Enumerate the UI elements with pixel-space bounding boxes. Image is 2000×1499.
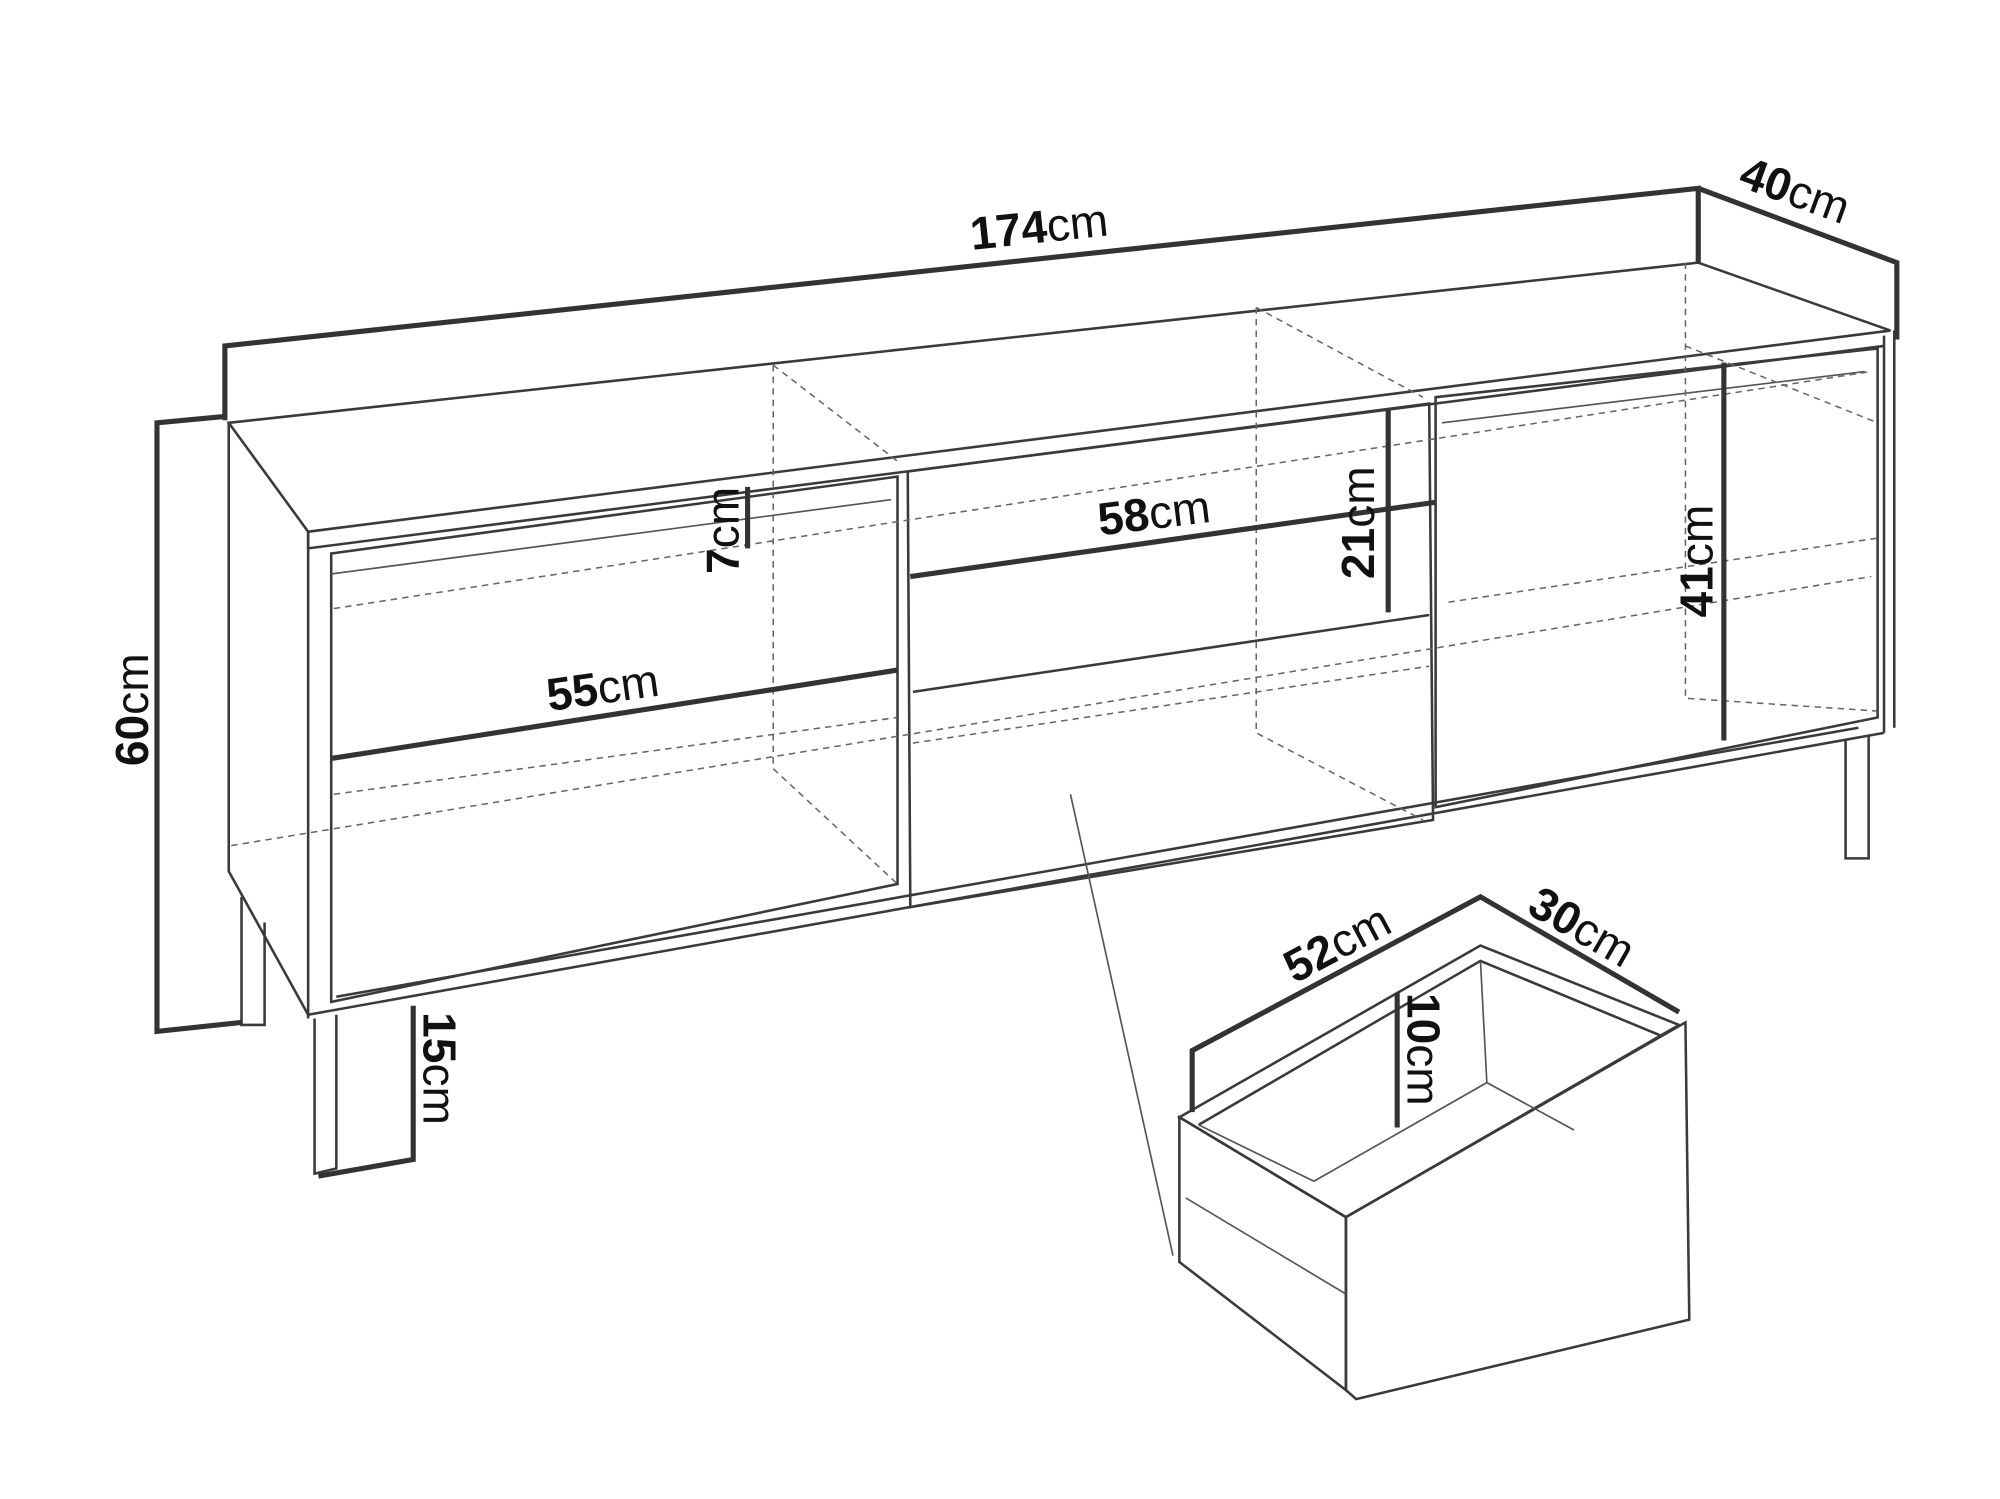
drawer-front-width-label: 58cm: [1095, 480, 1213, 545]
right-door: [1434, 347, 1879, 809]
depth-label: 40cm: [1733, 146, 1857, 233]
leg-front-left: [313, 1014, 338, 1176]
drawer-outline: [1176, 944, 1691, 1401]
dimension-lines: [154, 185, 1900, 1179]
middle-drawer-front: [906, 402, 1435, 909]
top-gap-label: 7cm: [697, 487, 749, 574]
leg-right: [1844, 735, 1870, 860]
drawer-depth-label: 30cm: [1520, 876, 1644, 977]
left-door: [329, 475, 899, 1004]
drawer-front-height-label: 21cm: [1332, 466, 1384, 579]
width-label: 174cm: [967, 194, 1110, 260]
door-height-label: 41cm: [1670, 505, 1722, 618]
drawer-height-label: 10cm: [1397, 993, 1449, 1106]
dimension-labels: 174cm 40cm 60cm 7cm 55cm 58cm 21cm 41cm …: [106, 146, 1857, 1125]
height-label: 60cm: [106, 653, 158, 766]
leg-back-left: [240, 896, 266, 1027]
leg-height-label: 15cm: [413, 1012, 465, 1125]
drawer-length-label: 52cm: [1275, 894, 1399, 993]
cabinet-outline: [226, 261, 1896, 1256]
side-door-width-label: 55cm: [543, 654, 662, 721]
